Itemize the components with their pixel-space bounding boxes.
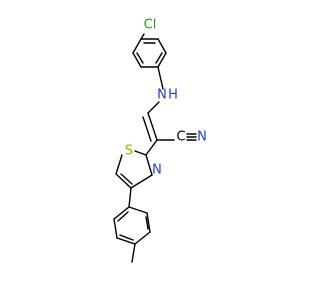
nitrile-nitrogen-label: N — [197, 130, 207, 145]
bond-nh-ch — [147, 101, 160, 114]
nitrile-carbon-label: C — [176, 130, 185, 145]
thiazole-sulfur-label: S — [125, 144, 133, 159]
tolyl-ring — [113, 206, 151, 245]
bond-nitrile-triple — [186, 133, 197, 141]
thiazole-ring — [115, 150, 153, 189]
amine-hydrogen-label: H — [168, 88, 178, 103]
bond-vinyl-double — [142, 112, 158, 142]
chlorine-atom-label: Cl — [144, 18, 157, 33]
thiazole-nitrogen-label: N — [152, 163, 162, 178]
molecule-svg: Cl N H C N S N — [113, 18, 207, 263]
molecule-structure-diagram: Cl N H C N S N — [113, 17, 207, 263]
bond-thiazole-tolyl — [128, 187, 132, 208]
bond-c-cl — [140, 33, 145, 40]
bond-methyl — [131, 243, 136, 263]
amine-nitrogen-label: N — [157, 88, 167, 103]
bond-ring-nh — [157, 66, 164, 90]
bond-c-thiazole — [145, 139, 158, 156]
chlorophenyl-ring — [132, 38, 167, 68]
